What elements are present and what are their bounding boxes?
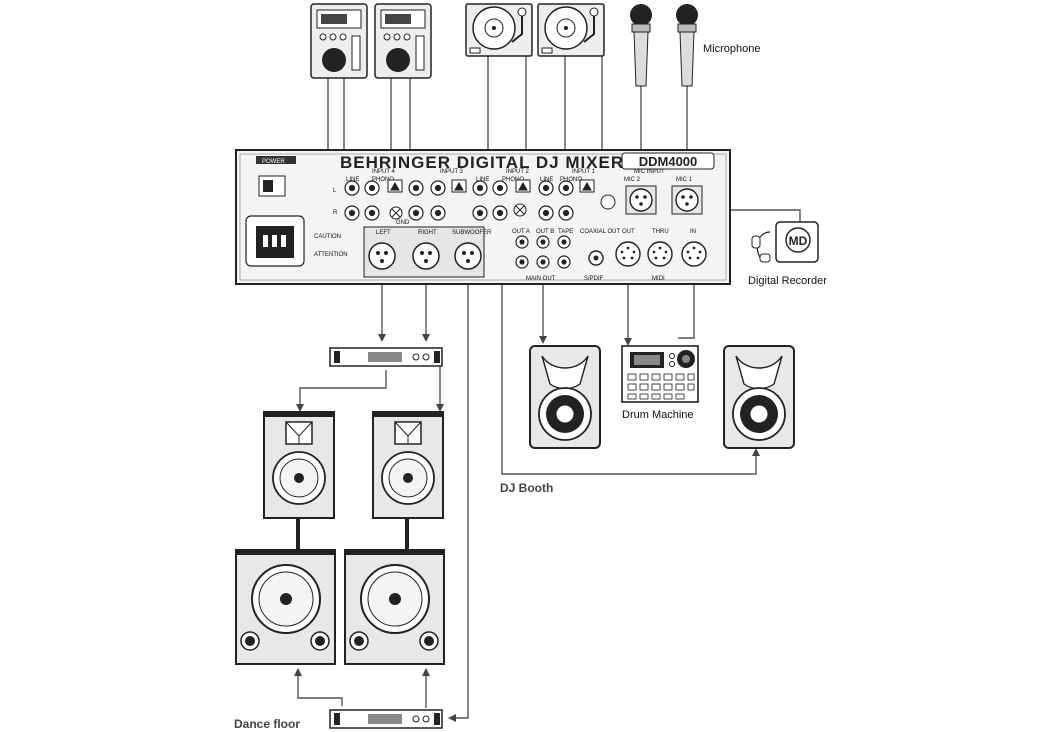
input-4-phono: PHONO: [372, 177, 394, 183]
input-2-line: LINE: [476, 177, 489, 183]
main-outs[interactable]: OUT A OUT B TAPE MAIN OUT: [512, 229, 573, 282]
mixer-brand-title: BEHRINGER DIGITAL DJ MIXER: [340, 153, 624, 172]
drum-machine-label: Drum Machine: [622, 409, 694, 421]
turntable-2: [537, 3, 605, 57]
xlr-mic-inputs[interactable]: [625, 185, 703, 215]
subwoofer-left: [235, 549, 336, 665]
phono-line-switches[interactable]: [387, 179, 595, 193]
input-4-line: LINE: [346, 177, 359, 183]
left-out-label: LEFT: [376, 230, 391, 236]
recorder-badge: MD: [789, 234, 808, 248]
gnd-label: GND: [396, 220, 410, 226]
midi-ports[interactable]: OUT THRU IN MIDI: [615, 229, 707, 282]
midi-thru-label: THRU: [652, 229, 669, 235]
rca-jacks[interactable]: [344, 180, 574, 221]
booth-speaker-right: [723, 345, 795, 449]
microphone-1: [630, 4, 652, 87]
subwoofer-out-label: SUBWOOFER: [452, 230, 492, 236]
mixer-model-badge: DDM4000: [639, 154, 698, 169]
cd-player-2: [374, 3, 432, 79]
mic-input-label: MIC INPUT: [634, 169, 665, 175]
spdif-label: S/PDIF: [584, 276, 604, 282]
out-b-label: OUT B: [536, 229, 554, 235]
dj-booth-label: DJ Booth: [500, 481, 553, 495]
digital-recorder: MD: [751, 221, 819, 263]
right-out-label: RIGHT: [418, 230, 437, 236]
input-2-phono: PHONO: [502, 177, 524, 183]
booth-speaker-left: [529, 345, 601, 449]
mic1-label: MIC 1: [676, 177, 693, 183]
input-2-label: INPUT 2: [506, 169, 530, 175]
main-out-label: MAIN OUT: [526, 276, 556, 282]
top-speaker-left: [263, 411, 335, 519]
caution-label: CAUTION: [314, 234, 341, 240]
amplifier-bottom: [329, 709, 443, 729]
coaxial-out-label: COAXIAL OUT: [580, 229, 620, 235]
microphone-2: [676, 4, 698, 87]
attention-label: ATTENTION: [314, 252, 348, 258]
power-label: POWER: [262, 159, 285, 165]
input-4-label: INPUT 4: [372, 169, 396, 175]
input-1-phono: PHONO: [560, 177, 582, 183]
cd-player-1: [310, 3, 368, 79]
tape-label: TAPE: [558, 229, 573, 235]
input-1-line: LINE: [540, 177, 553, 183]
mic2-label: MIC 2: [624, 177, 641, 183]
amplifier-top: [329, 347, 443, 367]
top-speaker-right: [372, 411, 444, 519]
power-switch[interactable]: [263, 180, 273, 192]
cable-subwoofer: [452, 274, 469, 719]
midi-label: MIDI: [652, 276, 665, 282]
cable-amp-sub-l: [297, 674, 343, 706]
input-l-label: L: [333, 188, 337, 194]
input-1-label: INPUT 1: [572, 169, 596, 175]
input-r-label: R: [333, 210, 338, 216]
digital-recorder-label: Digital Recorder: [748, 275, 827, 287]
mixer-back-panel: BEHRINGER DIGITAL DJ MIXER DDM4000 POWER…: [235, 149, 731, 285]
input-3-label: INPUT 3: [440, 169, 464, 175]
turntable-1: [465, 3, 533, 57]
out-a-label: OUT A: [512, 229, 530, 235]
midi-out-label: OUT: [622, 229, 635, 235]
drum-machine: [621, 345, 699, 403]
dance-floor-label: Dance floor: [234, 717, 300, 731]
cable-amp-top-l: [299, 370, 387, 408]
mic-level-knob[interactable]: [600, 194, 616, 210]
subwoofer-right: [344, 549, 445, 665]
coaxial-output[interactable]: COAXIAL OUT S/PDIF: [580, 229, 620, 282]
zone-outputs[interactable]: LEFT RIGHT SUBWOOFER: [363, 226, 492, 278]
microphone-label: Microphone: [703, 43, 760, 55]
gnd-screws[interactable]: [389, 203, 527, 220]
midi-in-label: IN: [690, 229, 696, 235]
